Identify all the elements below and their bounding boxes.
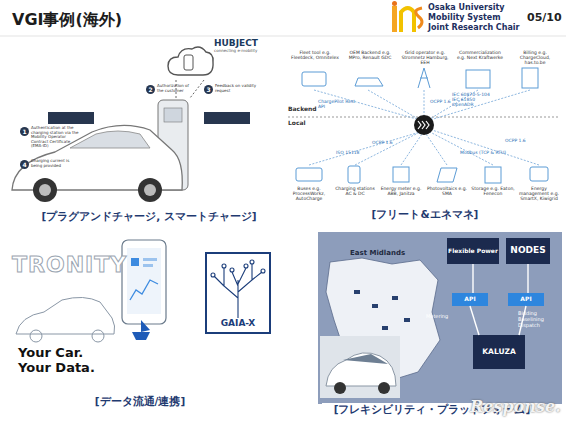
node-text: Flexible Power [448,248,498,255]
step-text: Authorization of the customer [157,84,193,93]
chair-name: Mobility System [428,13,528,22]
system-label: Fleet tool e.g. Fleetdeck, Omnitelex [290,50,340,60]
slogan: Your Car. Your Data. [18,346,108,376]
platform-box: Flexible Power [447,238,499,264]
hub-arrows [418,121,429,129]
region-name: East Midlands [350,249,422,257]
device-label: Storage e.g. Eaton, Fenecon [471,186,515,196]
section-caption: [プラグアンドチャージ, スマートチャージ] [18,210,280,222]
brand-tagline: connecting e-mobility [214,49,274,54]
protocol-label: OCPP 1.6 [505,138,535,143]
chair-name: Joint Research Chair [428,23,528,32]
plug-and-charge-illustration [12,47,250,202]
callout-number: 4 [20,160,29,169]
hub-circle [414,115,434,135]
car-wheel [378,382,390,394]
device-label: Buses e.g. ProcessWorkz, AutoCharge [287,186,331,202]
system-label: OEM Backend e.g. MPro, Renault GDC [345,50,395,60]
connector-line [472,264,473,293]
chair-logo [392,1,422,32]
platform-panel [318,232,562,404]
callout-number: 1 [20,127,29,136]
layer-label: Backend [288,106,328,113]
callout-number: 2 [146,85,155,94]
slide-title: VGI事例(海外) [12,10,122,31]
car-photo [320,336,400,398]
section-caption: [データ流通/連携] [50,395,230,407]
node-text: API [520,296,531,303]
protocol-label: IEC 60870-5-104 IEC 61850 OpenADR [452,92,498,108]
step-text: Feedback on validity request [215,84,261,93]
connector-line [470,306,479,335]
brand-logo: HUBJECT [214,38,274,48]
callout-number: 3 [204,85,213,94]
flow-label: Metering [426,314,466,320]
system-label: Commercialization e.g. Next Kraftwerke [455,50,505,60]
car-photo-body [326,353,396,386]
step-text: Charging current is being provided [31,159,79,168]
protocol-label: ChargePilot Rest API [318,99,358,109]
protocol-label: ISO 15118 [336,150,366,155]
layer-label: Local [288,120,328,127]
node-text: API [464,296,475,303]
connector-line [527,264,528,293]
protocol-label: Modbus (TCP & RTU) [460,150,510,155]
system-label: Grid operator e.g. Stromnetz Hamburg, EE… [400,50,450,66]
device-label: Energy meter e.g. ABB, Janitza [379,186,423,196]
car-window [343,354,388,364]
tronity-logo: TRONITY [12,252,137,277]
slide-number: 05/10 [527,12,565,25]
header-rule [0,36,566,37]
platform-box: NODES [506,238,550,264]
api-box: API [508,293,544,306]
device-label: Charging stations AC & DC [333,186,377,196]
system-label: Billing e.g. ChargeCloud, has.to.be [510,50,560,66]
node-text: NODES [510,246,545,256]
device-label: Energy management e.g. SmartX, Kiwigrid [517,186,561,202]
platform-box: KALUZA [473,335,525,369]
section-caption: [フリート&エネマネ] [345,208,505,220]
node-text: KALUZA [482,348,515,356]
gaia-x-tree [211,260,265,318]
step-text: Authentication at the charging station v… [31,126,83,149]
chair-name: Osaka University [428,3,528,12]
vehicle-markers [354,290,410,340]
connector-line [519,306,526,335]
api-box: API [452,293,488,306]
watermark: Response. [470,398,562,416]
logo-box: GAIA-X [205,252,271,334]
car-wheel [334,382,346,394]
protocol-label: OCPP 1.6 [372,140,402,145]
fleet-energy-illustration [288,68,560,183]
node-text: GAIA-X [221,319,256,329]
device-label: Photovoltaics e.g. SMA [425,186,469,196]
